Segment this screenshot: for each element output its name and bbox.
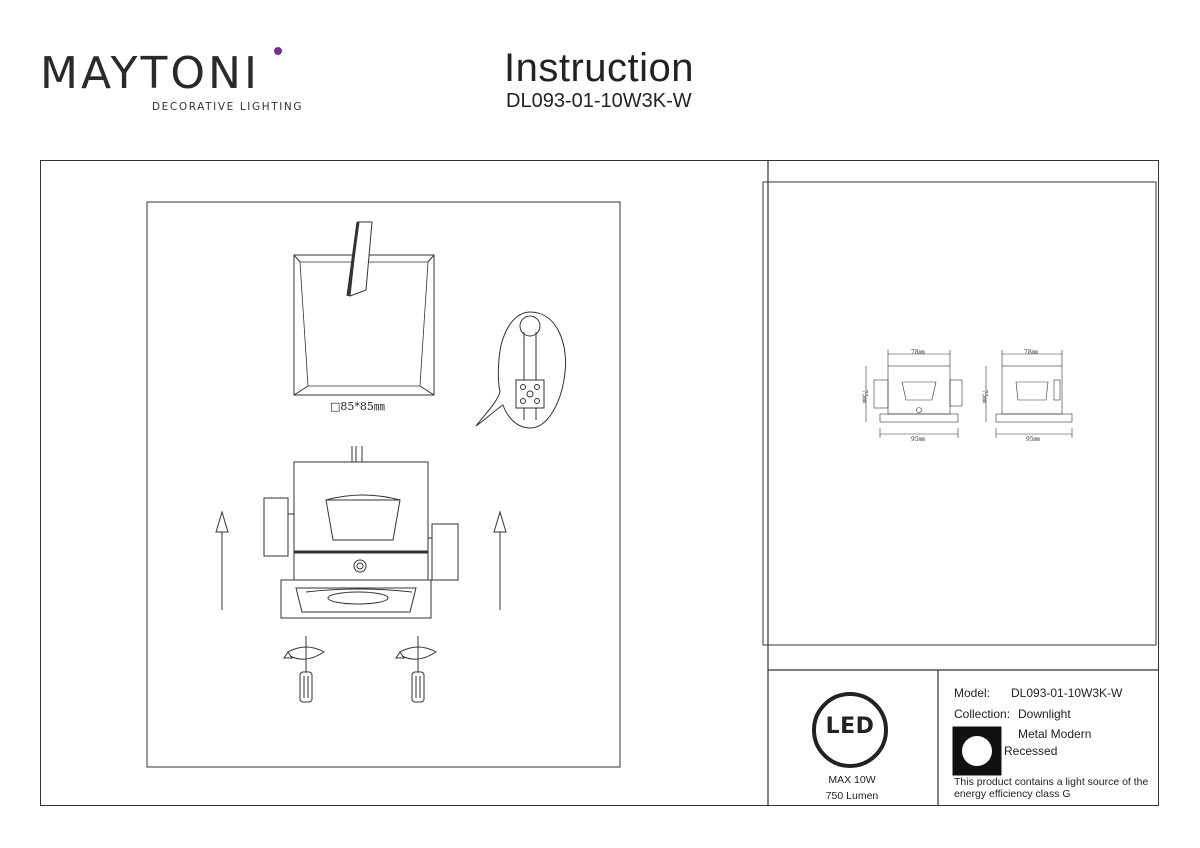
dimension-side-view [985, 350, 1073, 438]
cutout-size-label: □85*85㎜ [330, 400, 385, 413]
style-value: Metal Modern [1018, 727, 1092, 741]
led-badge-ring [812, 692, 888, 768]
brand-tagline: DECORATIVE LIGHTING [152, 101, 304, 113]
dimension-panel [762, 181, 1157, 646]
lumen-label: 750 Lumen [825, 790, 879, 802]
mount-type-value: Recessed [1004, 744, 1058, 758]
dim-width-bottom-right: 95㎜ [1026, 436, 1040, 443]
dim-width-top-left: 78㎜ [911, 349, 925, 356]
wire-connector-icon [475, 311, 567, 429]
dimension-front-view [865, 350, 963, 438]
brand-logo-dot [274, 47, 282, 55]
energy-note-line1: This product contains a light source of … [954, 776, 1149, 788]
up-arrow-right-icon [493, 510, 507, 610]
model-code-heading: DL093-01-10W3K-W [506, 90, 692, 112]
led-badge-text: LED [825, 714, 875, 739]
max-power-label: MAX 10W [828, 774, 876, 786]
collection-value: Downlight [1018, 707, 1071, 721]
installation-panel [146, 201, 621, 768]
recessed-mount-icon [952, 726, 1002, 776]
dim-height-right: 75㎜ [980, 389, 988, 404]
dim-width-top-right: 78㎜ [1024, 349, 1038, 356]
up-arrow-left-icon [215, 510, 229, 610]
instruction-frame [40, 160, 1159, 806]
fixture-assembly-icon [263, 446, 459, 619]
model-value: DL093-01-10W3K-W [1011, 686, 1123, 700]
dim-width-bottom-left: 95㎜ [911, 436, 925, 443]
dim-height-left: 75㎜ [860, 389, 868, 404]
page-title: Instruction [504, 46, 695, 90]
model-label: Model: [954, 686, 991, 700]
collection-label: Collection: [954, 707, 1011, 721]
screwdriver-left-icon [283, 636, 325, 703]
screwdriver-right-icon [395, 636, 437, 703]
brand-logo: MAYTONI [40, 48, 260, 99]
energy-note-line2: energy efficiency class G [954, 788, 1071, 800]
ceiling-cutout-icon [293, 221, 435, 396]
